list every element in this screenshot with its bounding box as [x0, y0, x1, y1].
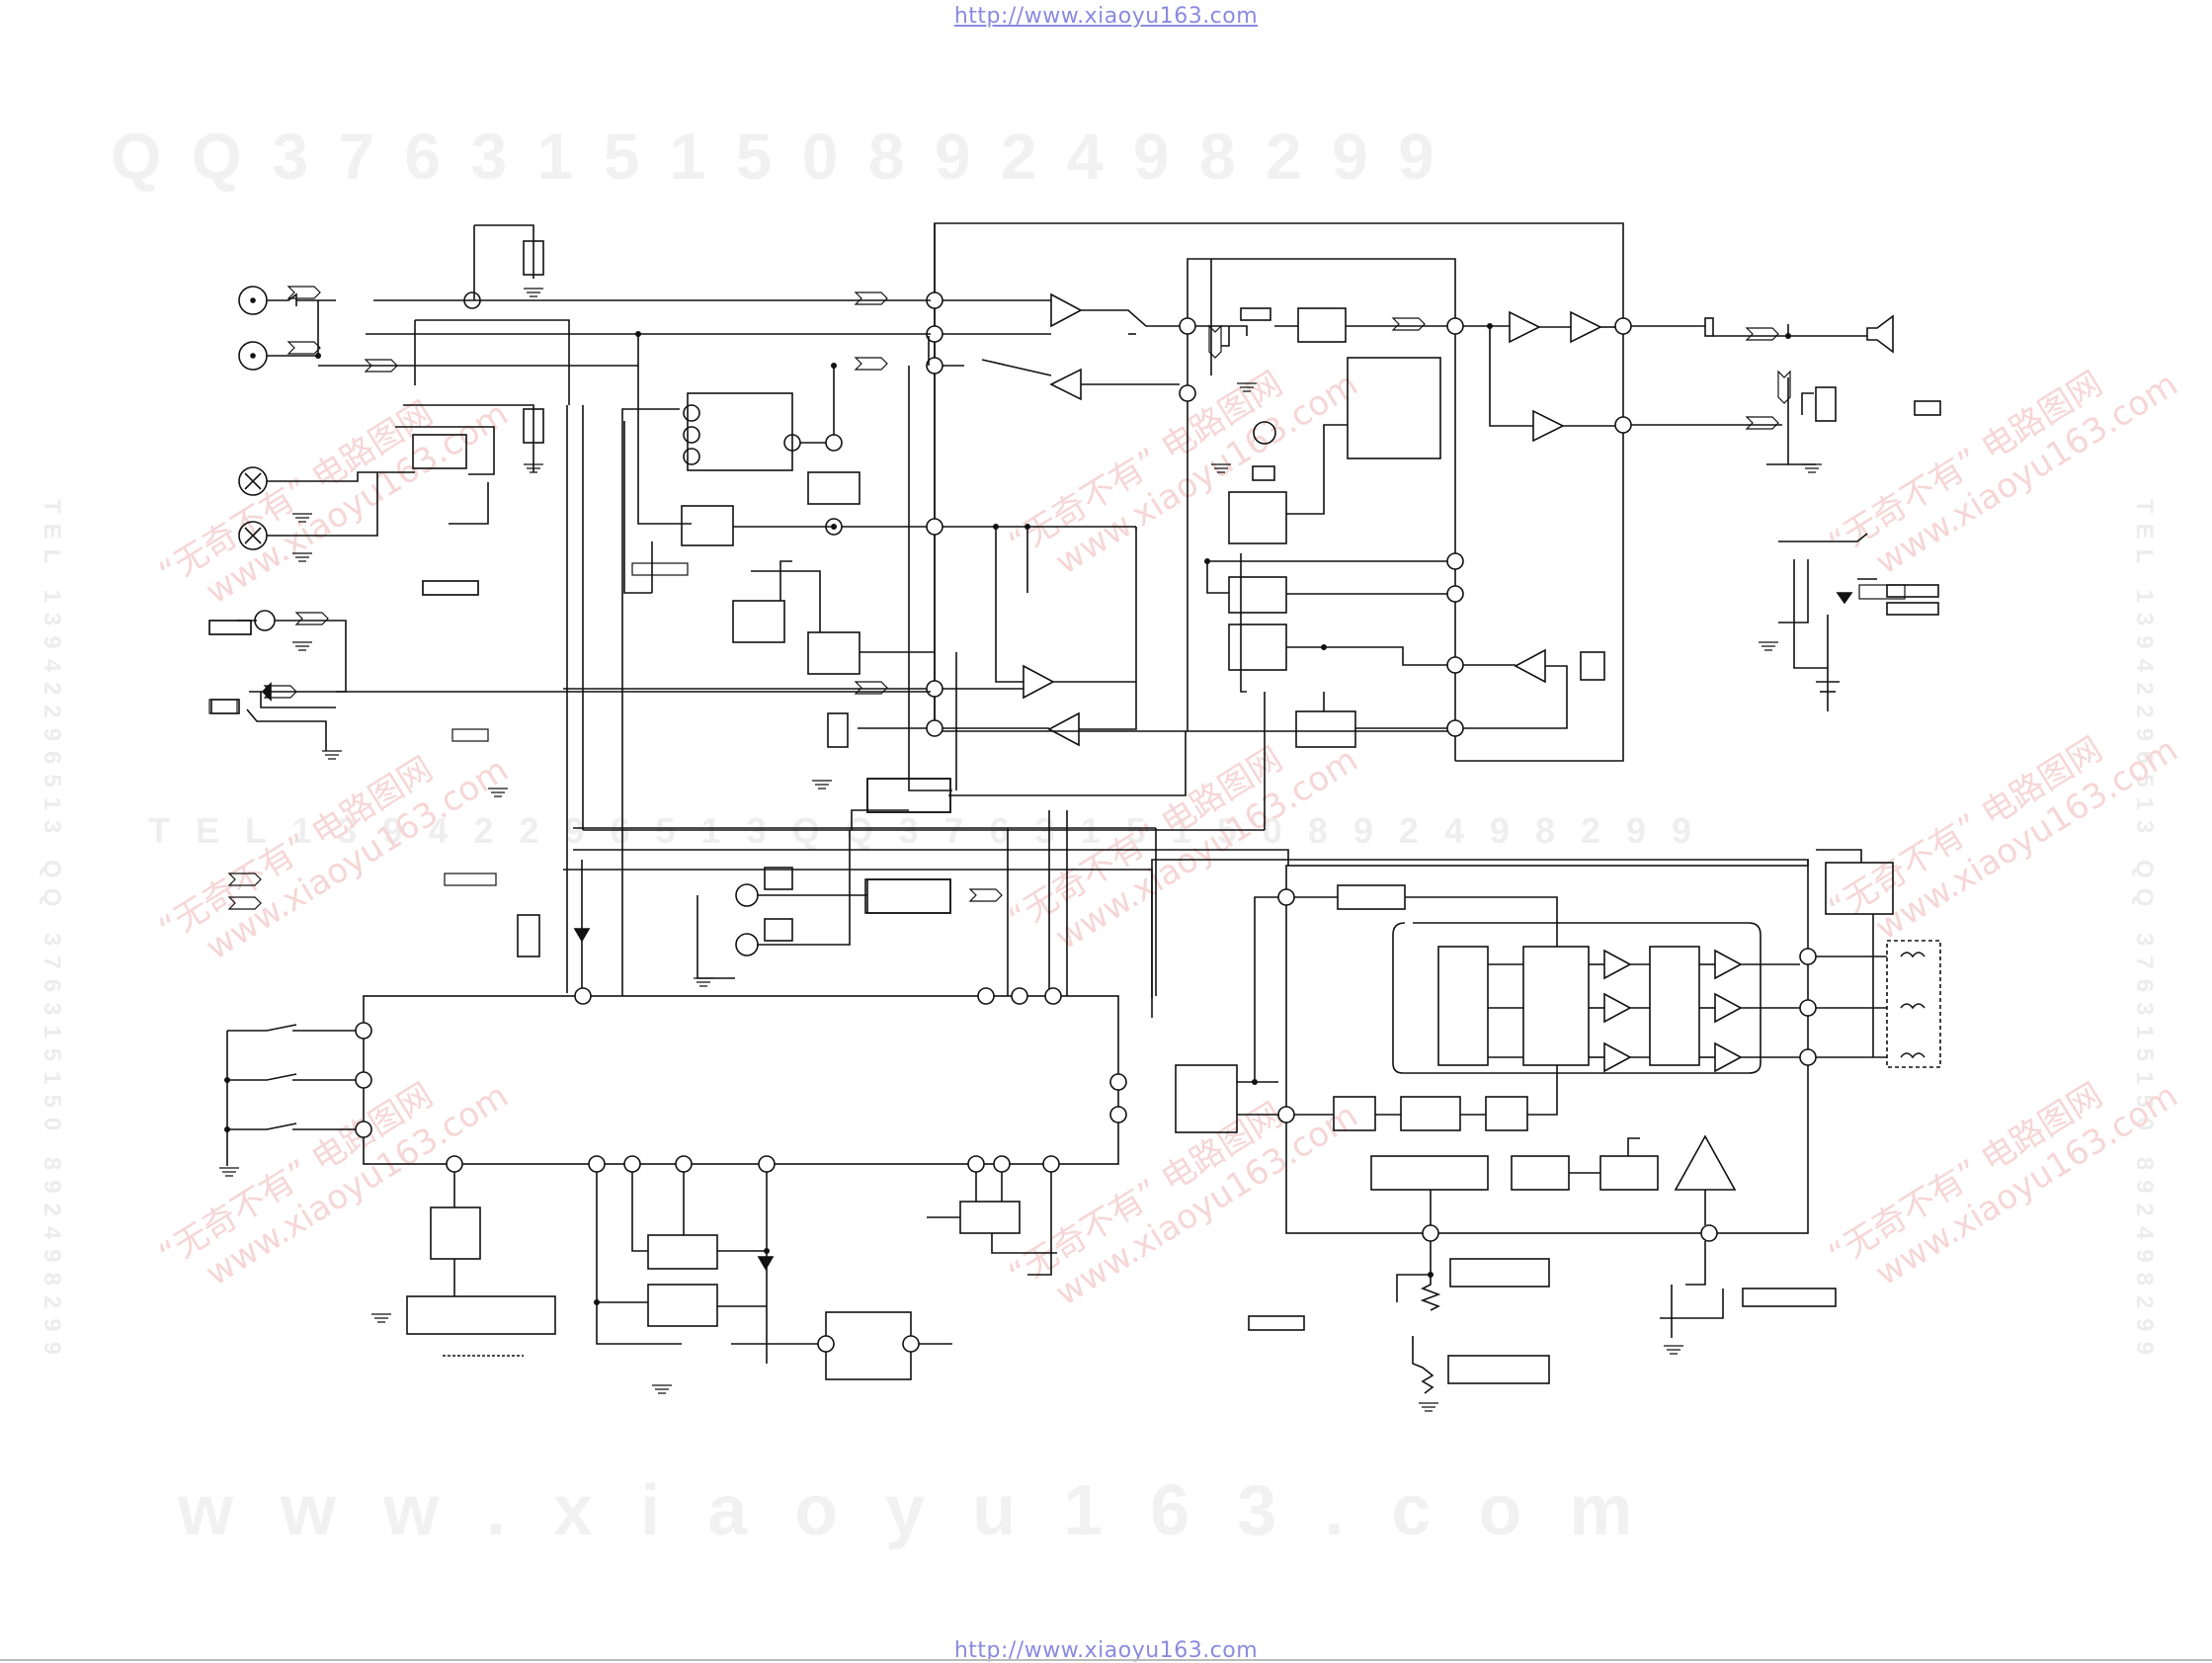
top-left-wiring — [208, 224, 931, 751]
bottom-url-link[interactable]: http://www.xiaoyu163.com — [953, 1638, 1259, 1663]
micro-left-switches — [226, 1024, 356, 1166]
center-left-blocks — [463, 291, 951, 914]
right-ic-pots — [1248, 1241, 1837, 1394]
main-ic-pins — [926, 291, 1632, 737]
motor-coils — [1886, 940, 1941, 1068]
watermark-site-line: w w w . x i a o y u 1 6 3 . c o m — [178, 1471, 1647, 1550]
center-left-wiring — [563, 334, 1247, 996]
label-boxes — [208, 562, 1906, 886]
top-url-link[interactable]: http://www.xiaoyu163.com — [953, 4, 1259, 29]
main-ic-wiring — [942, 259, 1615, 730]
main-ic-blocks — [1228, 307, 1605, 748]
right-ic-outline — [1175, 862, 1894, 1234]
microcontroller-outline — [363, 995, 1119, 1165]
led-indicators — [696, 421, 1276, 979]
left-relays — [517, 240, 849, 957]
main-ic-amplifiers — [1023, 292, 1602, 747]
bottom-rule — [0, 1659, 2212, 1661]
right-ic-blocks — [1333, 884, 1743, 1191]
battery-circuit — [1778, 533, 1939, 711]
mid-blocks — [583, 692, 1325, 914]
watermark-qq-line: Q Q 3 7 6 3 1 5 1 5 0 8 9 2 4 9 8 2 9 9 — [111, 120, 1440, 193]
micro-pins — [355, 987, 1127, 1173]
micro-bottom-circuits — [406, 1172, 1057, 1380]
signal-arrows — [227, 286, 1791, 910]
ground-symbols — [219, 288, 1822, 1412]
junction-dots — [224, 323, 1791, 1305]
right-ic-wiring — [1146, 849, 1887, 1225]
top-left-jacks — [238, 286, 276, 631]
speaker-output — [1631, 314, 1941, 465]
